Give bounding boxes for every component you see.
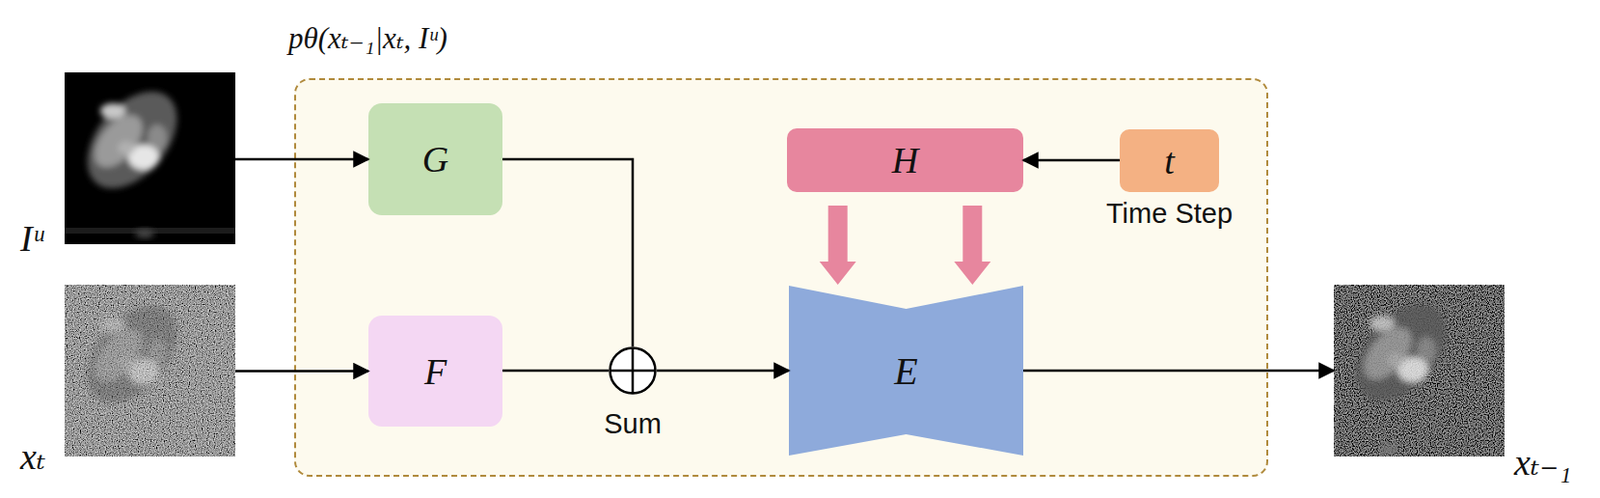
block-arrow <box>819 205 857 285</box>
circle-outline <box>608 346 657 395</box>
input-image: Iᵘ <box>64 72 236 245</box>
label-holder: pθ(xₜ₋₁|xₜ, Iᵘ) <box>288 20 448 56</box>
label-holder: Iᵘ <box>20 216 44 260</box>
arrow-line <box>1023 369 1334 373</box>
model-frame: pθ(xₜ₋₁|xₜ, Iᵘ)GFSumHtTime StepE <box>294 78 1269 477</box>
unet-shape <box>788 285 1024 456</box>
arrow-line <box>235 158 369 162</box>
time-embed-box: H <box>786 128 1024 192</box>
output-image: xₜ₋₁ <box>1333 284 1505 457</box>
arrow-line <box>1023 159 1120 163</box>
encoder-f-box: F <box>368 315 503 427</box>
arrow-line <box>502 159 633 347</box>
encoder-g-box: G <box>368 103 503 216</box>
arrow-line <box>656 369 789 373</box>
unet-e-shape: E <box>788 285 1024 456</box>
label-holder: Time Step <box>1106 197 1233 230</box>
sum-circle-outline <box>610 348 656 394</box>
node-label: E <box>894 348 918 394</box>
node-label: t <box>1164 139 1175 183</box>
block-arrow <box>953 205 991 285</box>
noisy-image <box>64 284 236 457</box>
node-label: G <box>422 137 449 181</box>
label-holder: xₜ <box>20 434 46 478</box>
mri-image-input <box>64 72 236 245</box>
node-label: pθ(xₜ₋₁|xₜ, Iᵘ) <box>288 21 448 55</box>
sum-circle: Sum <box>608 346 657 395</box>
time-step-box: tTime Step <box>1119 129 1220 192</box>
node-label: xₜ₋₁ <box>1514 441 1573 483</box>
label-holder: Sum <box>603 407 662 440</box>
denoised-image <box>1333 284 1505 457</box>
arrow-line <box>235 369 369 373</box>
node-label: H <box>892 138 919 182</box>
plus-stroke <box>610 369 656 373</box>
node-label: Iᵘ <box>20 217 44 259</box>
node-label: Sum <box>603 407 662 439</box>
label-holder: xₜ₋₁ <box>1514 440 1573 484</box>
node-label: F <box>424 350 447 393</box>
arrow-line <box>502 369 609 373</box>
node-label: xₜ <box>20 435 46 477</box>
noisy-image: xₜ <box>64 284 236 457</box>
node-caption: Time Step <box>1106 197 1233 229</box>
